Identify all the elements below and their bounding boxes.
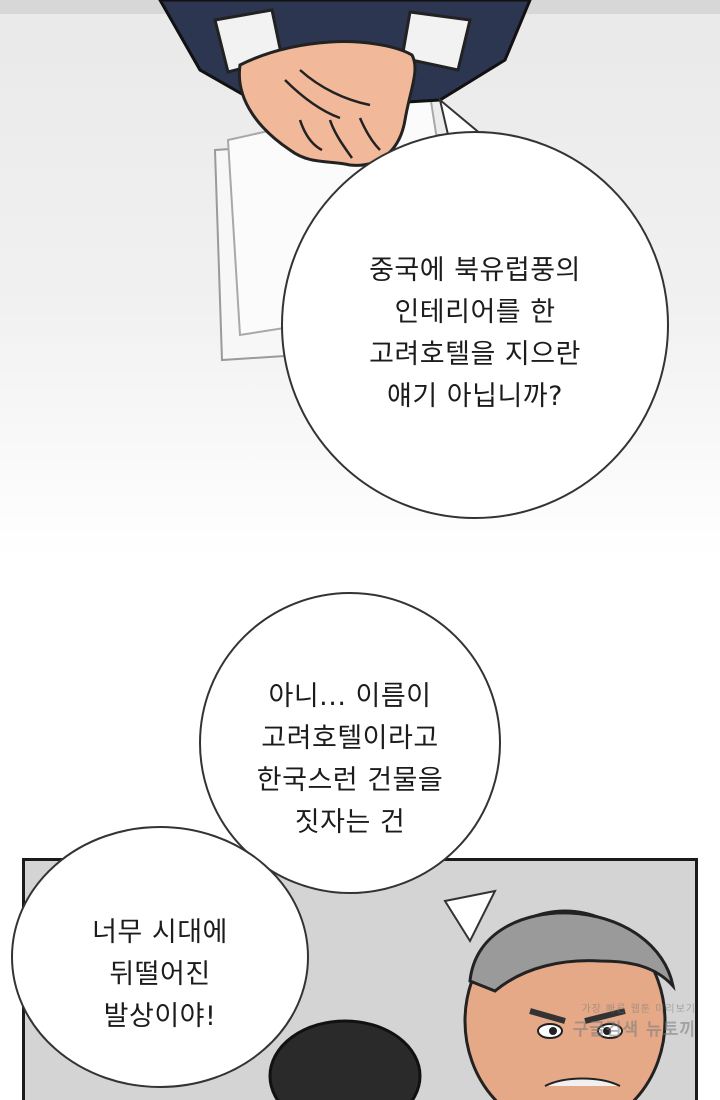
dialogue-line: 얘기 아닙니까? xyxy=(387,381,563,412)
hands-illustration xyxy=(0,0,720,519)
watermark-big-text: 구글검색 뉴토끼 xyxy=(572,1020,696,1040)
dark-hair-man xyxy=(268,1019,422,1100)
dialogue-line: 고려호텔을 지으란 xyxy=(369,339,581,370)
dialogue-line: 발상이야! xyxy=(103,1001,217,1032)
panel-hands-on-desk: 중국에 북유럽풍의 인테리어를 한 고려호텔을 지으란 얘기 아닙니까? xyxy=(0,0,720,560)
watermark-small-text: 가장 빠른 웹툰 미리보기 xyxy=(581,1004,696,1015)
dialogue-line: 한국스런 건물을 xyxy=(256,765,444,796)
dialogue-line: 인테리어를 한 xyxy=(394,297,556,328)
dialogue-line: 짓자는 건 xyxy=(294,807,406,838)
speech-bubble-bottom-left xyxy=(11,826,309,1088)
dialogue-line: 중국에 북유럽풍의 xyxy=(369,255,581,286)
shirt-cuff xyxy=(400,10,472,72)
speech-bubble-top xyxy=(281,131,669,519)
speech-bubble-top-text: 중국에 북유럽풍의 인테리어를 한 고려호텔을 지으란 얘기 아닙니까? xyxy=(300,250,650,418)
gray-hair xyxy=(468,911,676,993)
speech-bubble-bottom-left-text: 너무 시대에 뒤떨어진 발상이야! xyxy=(20,912,300,1038)
dialogue-line: 아니... 이름이 xyxy=(268,681,432,712)
speech-bubble-middle-text: 아니... 이름이 고려호텔이라고 한국스런 건물을 짓자는 건 xyxy=(200,676,500,844)
speech-bubble-middle xyxy=(199,592,501,894)
dialogue-line: 뒤떨어진 xyxy=(109,959,211,990)
watermark: 가장 빠른 웹툰 미리보기 구글검색 뉴토끼 xyxy=(573,1000,696,1040)
dialogue-line: 고려호텔이라고 xyxy=(261,723,439,754)
clasped-hands xyxy=(237,40,417,167)
mustache xyxy=(544,1077,621,1087)
dialogue-line: 너무 시대에 xyxy=(92,917,228,948)
